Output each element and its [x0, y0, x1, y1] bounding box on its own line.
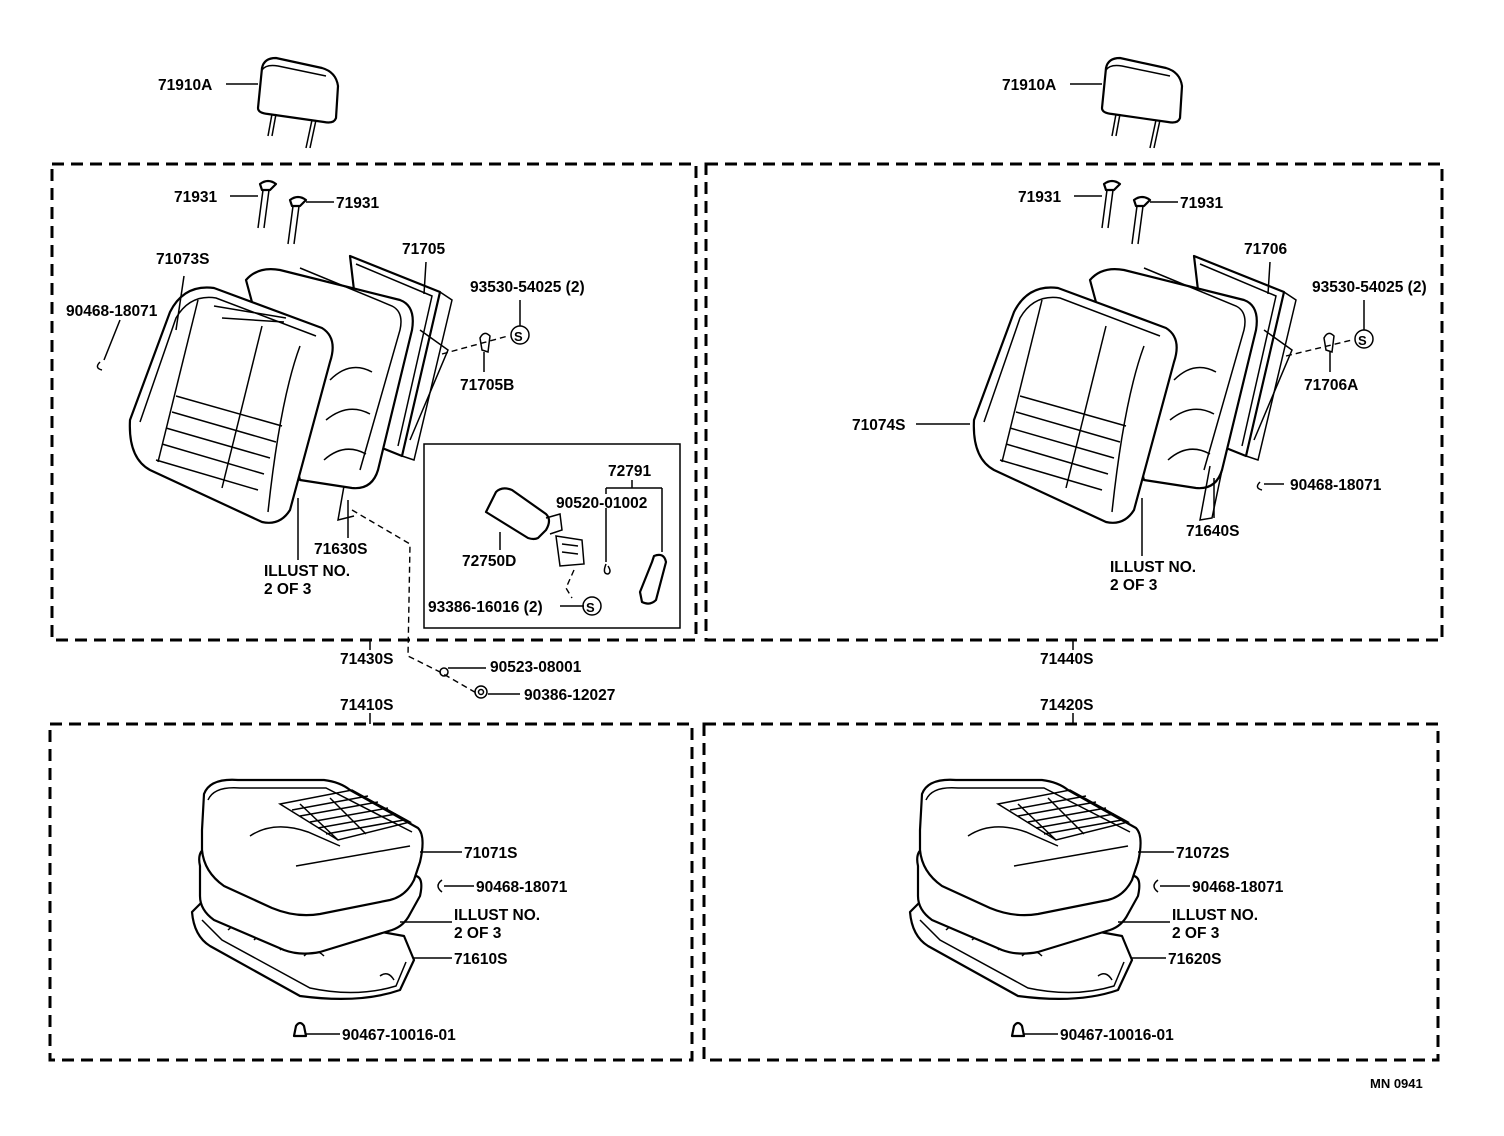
group-box-cushion-right: [702, 722, 1440, 1062]
lever-handle: [638, 553, 668, 605]
label-screw-left-top: 93530-54025 (2): [470, 279, 585, 296]
label-headrest-right: 71910A: [1002, 77, 1056, 94]
label-nut: 90386-12027: [524, 687, 615, 704]
label-illust-right-cush-1: ILLUST NO.: [1172, 907, 1258, 924]
label-hog-ring-right-mid: 90468-18071: [1290, 477, 1382, 494]
diagram-code: MN 0941: [1370, 1076, 1423, 1091]
label-spring-right: 71640S: [1186, 523, 1239, 540]
label-clip-right: 90467-10016-01: [1060, 1027, 1174, 1044]
label-clip-left: 90467-10016-01: [342, 1027, 456, 1044]
label-cushion-cover-left: 71071S: [464, 845, 517, 862]
label-cushion-assy-right: 71420S: [1040, 697, 1093, 714]
label-illust-left-back-1: ILLUST NO.: [264, 563, 350, 580]
label-spring-left: 71630S: [314, 541, 367, 558]
support-left-1: [257, 179, 278, 229]
label-hog-ring-left-bottom: 90468-18071: [476, 879, 568, 896]
label-cushion-frame-left: 71610S: [454, 951, 507, 968]
label-cushion-assy-left: 71410S: [340, 697, 393, 714]
label-lever-knob: 72750D: [462, 553, 516, 570]
label-cushion-cover-right: 71072S: [1176, 845, 1229, 862]
label-illust-right-cush-2: 2 OF 3: [1172, 925, 1220, 942]
label-cushion-frame-right: 71620S: [1168, 951, 1221, 968]
label-bracket-right: 71706A: [1304, 377, 1358, 394]
label-headrest-left: 71910A: [158, 77, 212, 94]
group-box-cushion-left: [48, 722, 694, 1062]
s-mark-right-top: S: [1358, 333, 1367, 348]
support-right-1: [1101, 179, 1122, 229]
group-box-back-right: [704, 162, 1444, 642]
headrest-left: [256, 56, 340, 149]
label-back-assy-left: 71430S: [340, 651, 393, 668]
label-illust-right-back-2: 2 OF 3: [1110, 577, 1158, 594]
label-lever-assy: 72791: [608, 463, 651, 480]
label-back-assy-right: 71440S: [1040, 651, 1093, 668]
label-illust-left-back-2: 2 OF 3: [264, 581, 312, 598]
label-back-frame-right: 71706: [1244, 241, 1287, 258]
label-washer: 90523-08001: [490, 659, 582, 676]
support-left-2: [287, 195, 308, 245]
s-mark-lever: S: [586, 600, 595, 615]
label-bracket-left: 71705B: [460, 377, 514, 394]
label-lever-pin: 90520-01002: [556, 495, 647, 512]
headrest-right: [1100, 56, 1184, 149]
label-screw-right-top: 93530-54025 (2): [1312, 279, 1427, 296]
group-box-back-left: [50, 162, 698, 642]
label-hog-ring-left-top: 90468-18071: [66, 303, 158, 320]
label-support-r1: 71931: [1018, 189, 1061, 206]
label-hog-ring-right-bottom: 90468-18071: [1192, 879, 1284, 896]
label-back-cover-right: 71074S: [852, 417, 905, 434]
label-back-cover-left: 71073S: [156, 251, 209, 268]
seat-back-right: [972, 254, 1297, 524]
label-back-frame-left: 71705: [402, 241, 445, 258]
seat-cushion-left: [190, 778, 424, 1001]
seat-cushion-right: [908, 778, 1142, 1001]
s-mark-left-top: S: [514, 329, 523, 344]
label-support-r2: 71931: [1180, 195, 1223, 212]
lever-inset-box: [423, 443, 681, 629]
label-illust-right-back-1: ILLUST NO.: [1110, 559, 1196, 576]
label-illust-left-cush-2: 2 OF 3: [454, 925, 502, 942]
label-support-l1: 71931: [174, 189, 217, 206]
support-right-2: [1131, 195, 1152, 245]
label-illust-left-cush-1: ILLUST NO.: [454, 907, 540, 924]
lever-knob: [484, 487, 585, 567]
label-lever-screw: 93386-16016 (2): [428, 599, 543, 616]
label-support-l2: 71931: [336, 195, 379, 212]
seat-back-left: [128, 254, 453, 524]
